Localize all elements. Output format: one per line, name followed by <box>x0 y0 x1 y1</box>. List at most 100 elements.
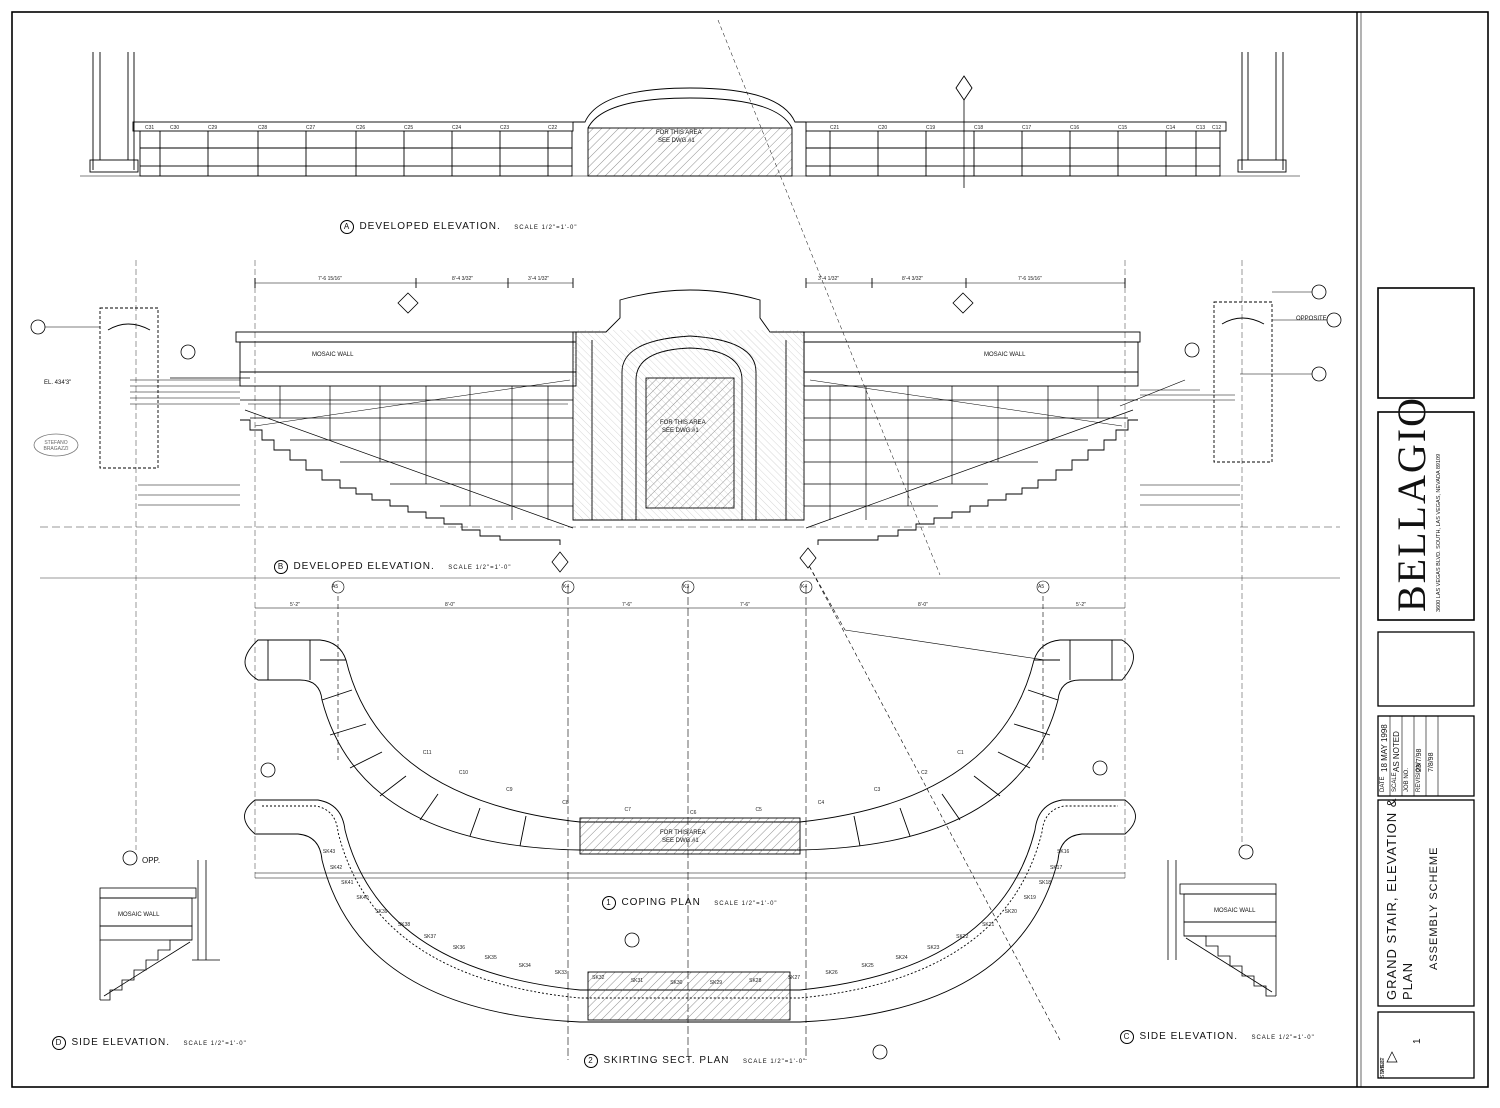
coping-label: C27 <box>306 125 316 131</box>
title-block <box>1377 287 1475 1079</box>
skirting-label: SK19 <box>1023 894 1036 901</box>
coping-label: C19 <box>926 125 936 131</box>
view-d-mark: D <box>52 1036 66 1050</box>
view-d-title: D SIDE ELEVATION. SCALE 1/2"=1'-0" <box>52 1032 247 1050</box>
coping-label: C4 <box>817 799 825 806</box>
coping-label: C21 <box>830 125 840 131</box>
skirting-plan-scale: SCALE 1/2"=1'-0" <box>742 1059 807 1065</box>
grid-mark-1: A5 <box>332 584 339 590</box>
coping-plan-title: 1 COPING PLAN SCALE 1/2"=1'-0" <box>602 892 778 910</box>
skirting-label: SK33 <box>554 969 567 976</box>
skirting-label: SK25 <box>861 962 874 969</box>
coping-label: C24 <box>452 125 462 131</box>
view-c-title: C SIDE ELEVATION. SCALE 1/2"=1'-0" <box>1120 1026 1315 1044</box>
skirting-label: SK40 <box>356 894 369 901</box>
coping-label: C3 <box>873 786 881 793</box>
grid-mark-2: K4 <box>563 584 570 590</box>
revision-2: 7/8/98 <box>1428 752 1435 772</box>
coping-label: C15 <box>1118 125 1128 131</box>
grid-mark-3: K3 <box>683 584 690 590</box>
stamp-text: STEFANO BRAGAZZI <box>43 440 69 452</box>
view-b-title-text: DEVELOPED ELEVATION. <box>293 561 435 572</box>
elev-dim-1: 7'-6 15/16" <box>318 276 342 282</box>
scale-label: SCALE <box>1392 772 1398 792</box>
project-address: 3600 LAS VEGAS BLVD. SOUTH, LAS VEGAS, N… <box>1436 453 1442 612</box>
coping-label: C1 <box>957 749 964 756</box>
skirting-label: SK36 <box>452 945 466 952</box>
elev-dim-2: 8'-4 3/32" <box>452 276 474 282</box>
coping-label: C13 <box>1196 125 1206 131</box>
skirting-label: SK31 <box>630 978 644 985</box>
skirting-label: SK43 <box>322 848 336 855</box>
view-a-mark: A <box>340 220 354 234</box>
skirting-label: SK42 <box>329 864 343 871</box>
coping-label: C20 <box>878 125 888 131</box>
sheet-border <box>11 11 1489 1088</box>
skirting-label: SK24 <box>895 954 908 961</box>
coping-label: C22 <box>548 125 558 131</box>
note-b-for-area: FOR THIS AREA <box>660 420 706 426</box>
skirting-label: SK32 <box>592 974 605 981</box>
coping-label: C28 <box>258 125 268 131</box>
drawing-title-line2: PLAN <box>1400 962 1415 1000</box>
elev-dim-3: 3'-4 1/32" <box>528 276 550 282</box>
note-b-see-dwg: SEE DWG.#1 <box>662 428 699 434</box>
note-a-for-area: FOR THIS AREA <box>656 130 702 136</box>
view-a-drawing <box>80 19 1300 576</box>
skirting-label: SK37 <box>423 934 437 941</box>
plan-dim-1: 5'-2" <box>290 602 300 608</box>
grid-mark-5: A5 <box>1038 584 1045 590</box>
view-a-title-text: DEVELOPED ELEVATION. <box>359 221 501 232</box>
sheet-number: 1 <box>1412 1038 1423 1044</box>
skirting-label: SK39 <box>375 908 388 915</box>
elev-dim-6: 7'-6 15/16" <box>1018 276 1042 282</box>
skirting-label: SK38 <box>397 922 411 929</box>
section-markers <box>30 284 1342 1060</box>
coping-label: C6 <box>690 810 697 816</box>
coping-label: C11 <box>422 749 432 756</box>
coping-plan-scale: SCALE 1/2"=1'-0" <box>714 901 778 907</box>
note-1-for-area: FOR THIS AREA <box>660 830 706 836</box>
date-value: 18 MAY 1998 <box>1380 724 1389 772</box>
coping-plan-mark: 1 <box>602 896 616 910</box>
coping-label: C14 <box>1166 125 1176 131</box>
view-c-title-text: SIDE ELEVATION. <box>1139 1031 1238 1042</box>
coping-label: C25 <box>404 125 414 131</box>
coping-label: C31 <box>145 125 155 131</box>
plan-dim-4: 7'-6" <box>740 602 750 608</box>
skirting-plan-title: 2 SKIRTING SECT. PLAN SCALE 1/2"=1'-0" <box>584 1050 806 1068</box>
skirting-plan-mark: 2 <box>584 1054 598 1068</box>
elev-dim-4: 3'-4 1/32" <box>818 276 840 282</box>
skirting-label: SK26 <box>825 969 838 976</box>
plan-dim-3: 7'-6" <box>622 602 632 608</box>
skirting-label: SK23 <box>927 945 940 952</box>
plan-dim-6: 5'-2" <box>1076 602 1086 608</box>
coping-label: C16 <box>1070 125 1080 131</box>
plan-dim-5: 8'-0" <box>918 602 928 608</box>
skirting-plan-title-text: SKIRTING SECT. PLAN <box>603 1055 730 1066</box>
drawing-title-line1: GRAND STAIR, ELEVATION & <box>1384 797 1399 1000</box>
side-elevation-d-drawing <box>99 860 220 1001</box>
note-mosaic-left: MOSAIC WALL <box>312 352 354 358</box>
view-b-mark: B <box>274 560 288 574</box>
skirting-label: SK21 <box>982 922 995 929</box>
skirting-label: SK17 <box>1050 864 1063 871</box>
skirting-label: SK35 <box>484 954 497 961</box>
coping-label: C8 <box>562 799 569 806</box>
scale-value: AS NOTED <box>1392 731 1401 772</box>
coping-label: C18 <box>974 125 984 131</box>
plan-grid <box>255 559 1125 1060</box>
note-mosaic-c: MOSAIC WALL <box>1214 908 1256 914</box>
side-elevation-c-drawing <box>1167 860 1277 997</box>
skirting-label: SK18 <box>1038 879 1052 886</box>
coping-label: C10 <box>458 770 469 777</box>
coping-label: C30 <box>170 125 180 131</box>
note-mosaic-right: MOSAIC WALL <box>984 352 1026 358</box>
coping-label: C29 <box>208 125 218 131</box>
view-c-scale: SCALE 1/2"=1'-0" <box>1251 1035 1315 1041</box>
view-c-mark: C <box>1120 1030 1134 1044</box>
coping-plan-title-text: COPING PLAN <box>621 897 701 908</box>
view-a-title: A DEVELOPED ELEVATION. SCALE 1/2"=1'-0" <box>340 216 578 234</box>
status-label: STATUS <box>1380 1059 1386 1078</box>
